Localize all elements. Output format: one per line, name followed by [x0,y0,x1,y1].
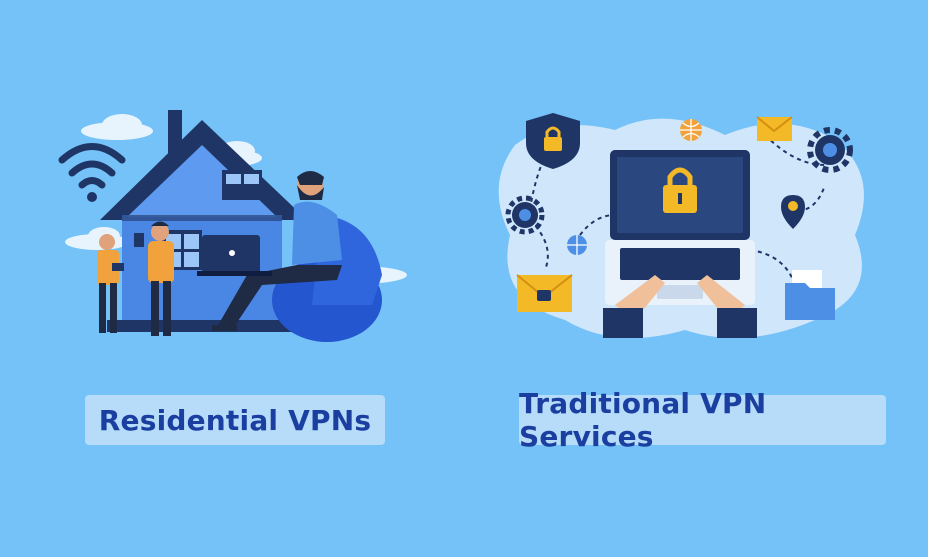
traditional-vpn-illustration [495,105,880,350]
shield-icon [526,113,580,169]
laptop-icon [605,150,755,305]
gear-icon [505,195,545,235]
residential-vpns-text: Residential VPNs [98,403,372,437]
residential-vpn-illustration [52,105,412,350]
person-orange-right [134,221,174,336]
person-orange-left [97,234,124,333]
traditional-vpn-services-text: Traditional VPN Services [519,387,767,453]
location-pin-icon [781,195,805,229]
lock-icon [663,167,697,213]
wifi-icon [58,143,126,202]
folder-icon [785,270,835,320]
globe-icon [567,235,587,255]
envelope-icon [756,116,793,141]
person-with-laptop [197,171,342,331]
traditional-vpn-services-label: Traditional VPN Services [519,387,886,453]
gear-icon [807,127,853,173]
globe-icon [680,119,702,141]
envelope-icon [516,274,573,312]
residential-vpns-label: Residential VPNs [85,395,385,445]
typing-hands [603,275,757,338]
